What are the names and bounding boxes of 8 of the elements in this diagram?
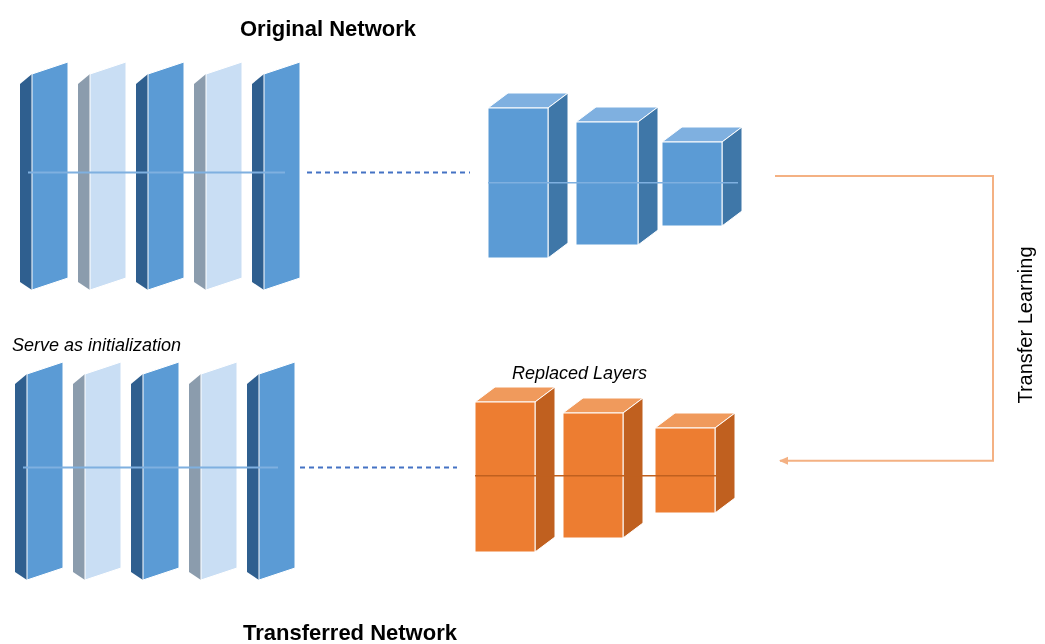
network-heading: Transferred Network xyxy=(243,619,457,644)
layer-stack-drawing xyxy=(15,362,298,582)
arrow xyxy=(774,175,994,465)
dashed-connector xyxy=(299,466,458,469)
dashed-connector xyxy=(306,171,471,174)
node-label: Replaced Layers xyxy=(512,362,648,385)
node-label: Serve as initialization xyxy=(12,334,182,357)
title: Original Network xyxy=(240,15,417,43)
